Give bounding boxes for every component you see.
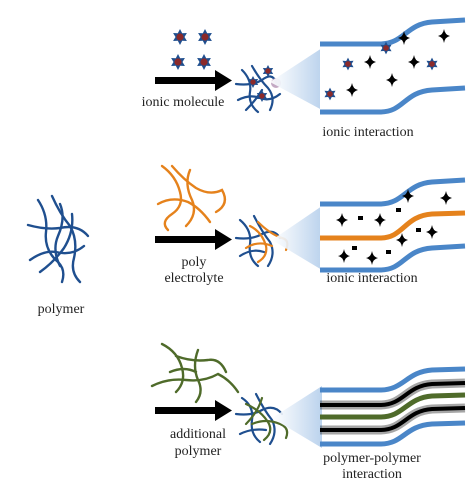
additional-polymer-label-line1: additional	[170, 427, 226, 442]
right-arrow-icon	[155, 400, 232, 421]
polyelectrolyte-coil	[156, 164, 227, 232]
polymer-label: polymer	[38, 302, 85, 317]
polymer-ion-complex	[234, 64, 282, 114]
polymer-coil	[26, 194, 90, 284]
zoom-cone	[270, 48, 322, 110]
zoom-cone	[272, 386, 322, 448]
poly-electrolyte-label-line1: poly	[182, 255, 207, 270]
ionic-interaction-label-1: ionic interaction	[322, 125, 413, 140]
polymer-polymer-label-line2: interaction	[342, 467, 402, 482]
ionic-interaction-label-2: ionic interaction	[326, 271, 417, 286]
polymer-blend-complex	[234, 392, 289, 446]
poly-electrolyte-label-line2: electrolyte	[164, 271, 223, 286]
zoom-cone	[272, 206, 322, 270]
polyelectrolyte-interaction-channel	[320, 177, 466, 273]
right-arrow-icon	[155, 229, 232, 250]
ionic-interaction-channel	[320, 17, 466, 115]
polymer-polymer-channel	[320, 366, 466, 447]
additional-polymer-label-line2: polymer	[175, 444, 222, 459]
ionic-molecule-label: ionic molecule	[142, 95, 225, 110]
right-arrow-icon	[155, 70, 232, 91]
polymer-polyelectrolyte-complex	[234, 214, 289, 268]
ionic-molecules	[171, 29, 212, 70]
additional-polymer-coil	[150, 342, 240, 404]
polymer-polymer-label-line1: polymer-polymer	[323, 451, 421, 466]
